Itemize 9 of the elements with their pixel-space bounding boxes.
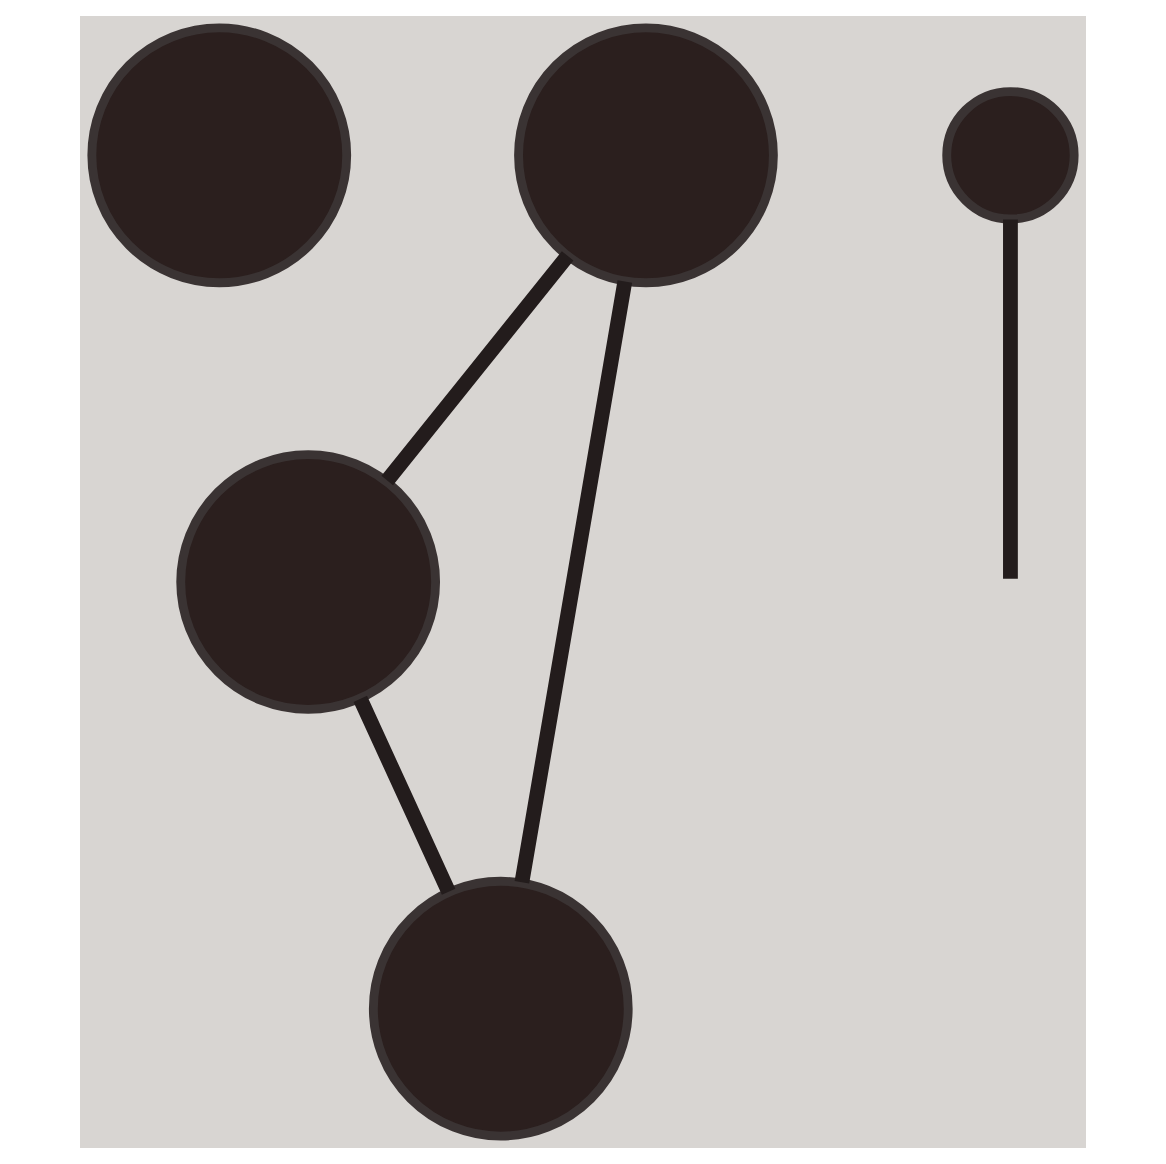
connector <box>1003 219 1018 579</box>
node-circle <box>87 23 352 288</box>
connector <box>514 280 633 884</box>
node-circle <box>368 876 633 1141</box>
connector <box>381 251 574 486</box>
connector <box>353 695 456 895</box>
node-circle <box>176 450 441 714</box>
node-circle <box>942 87 1079 224</box>
node-circle <box>514 23 778 288</box>
